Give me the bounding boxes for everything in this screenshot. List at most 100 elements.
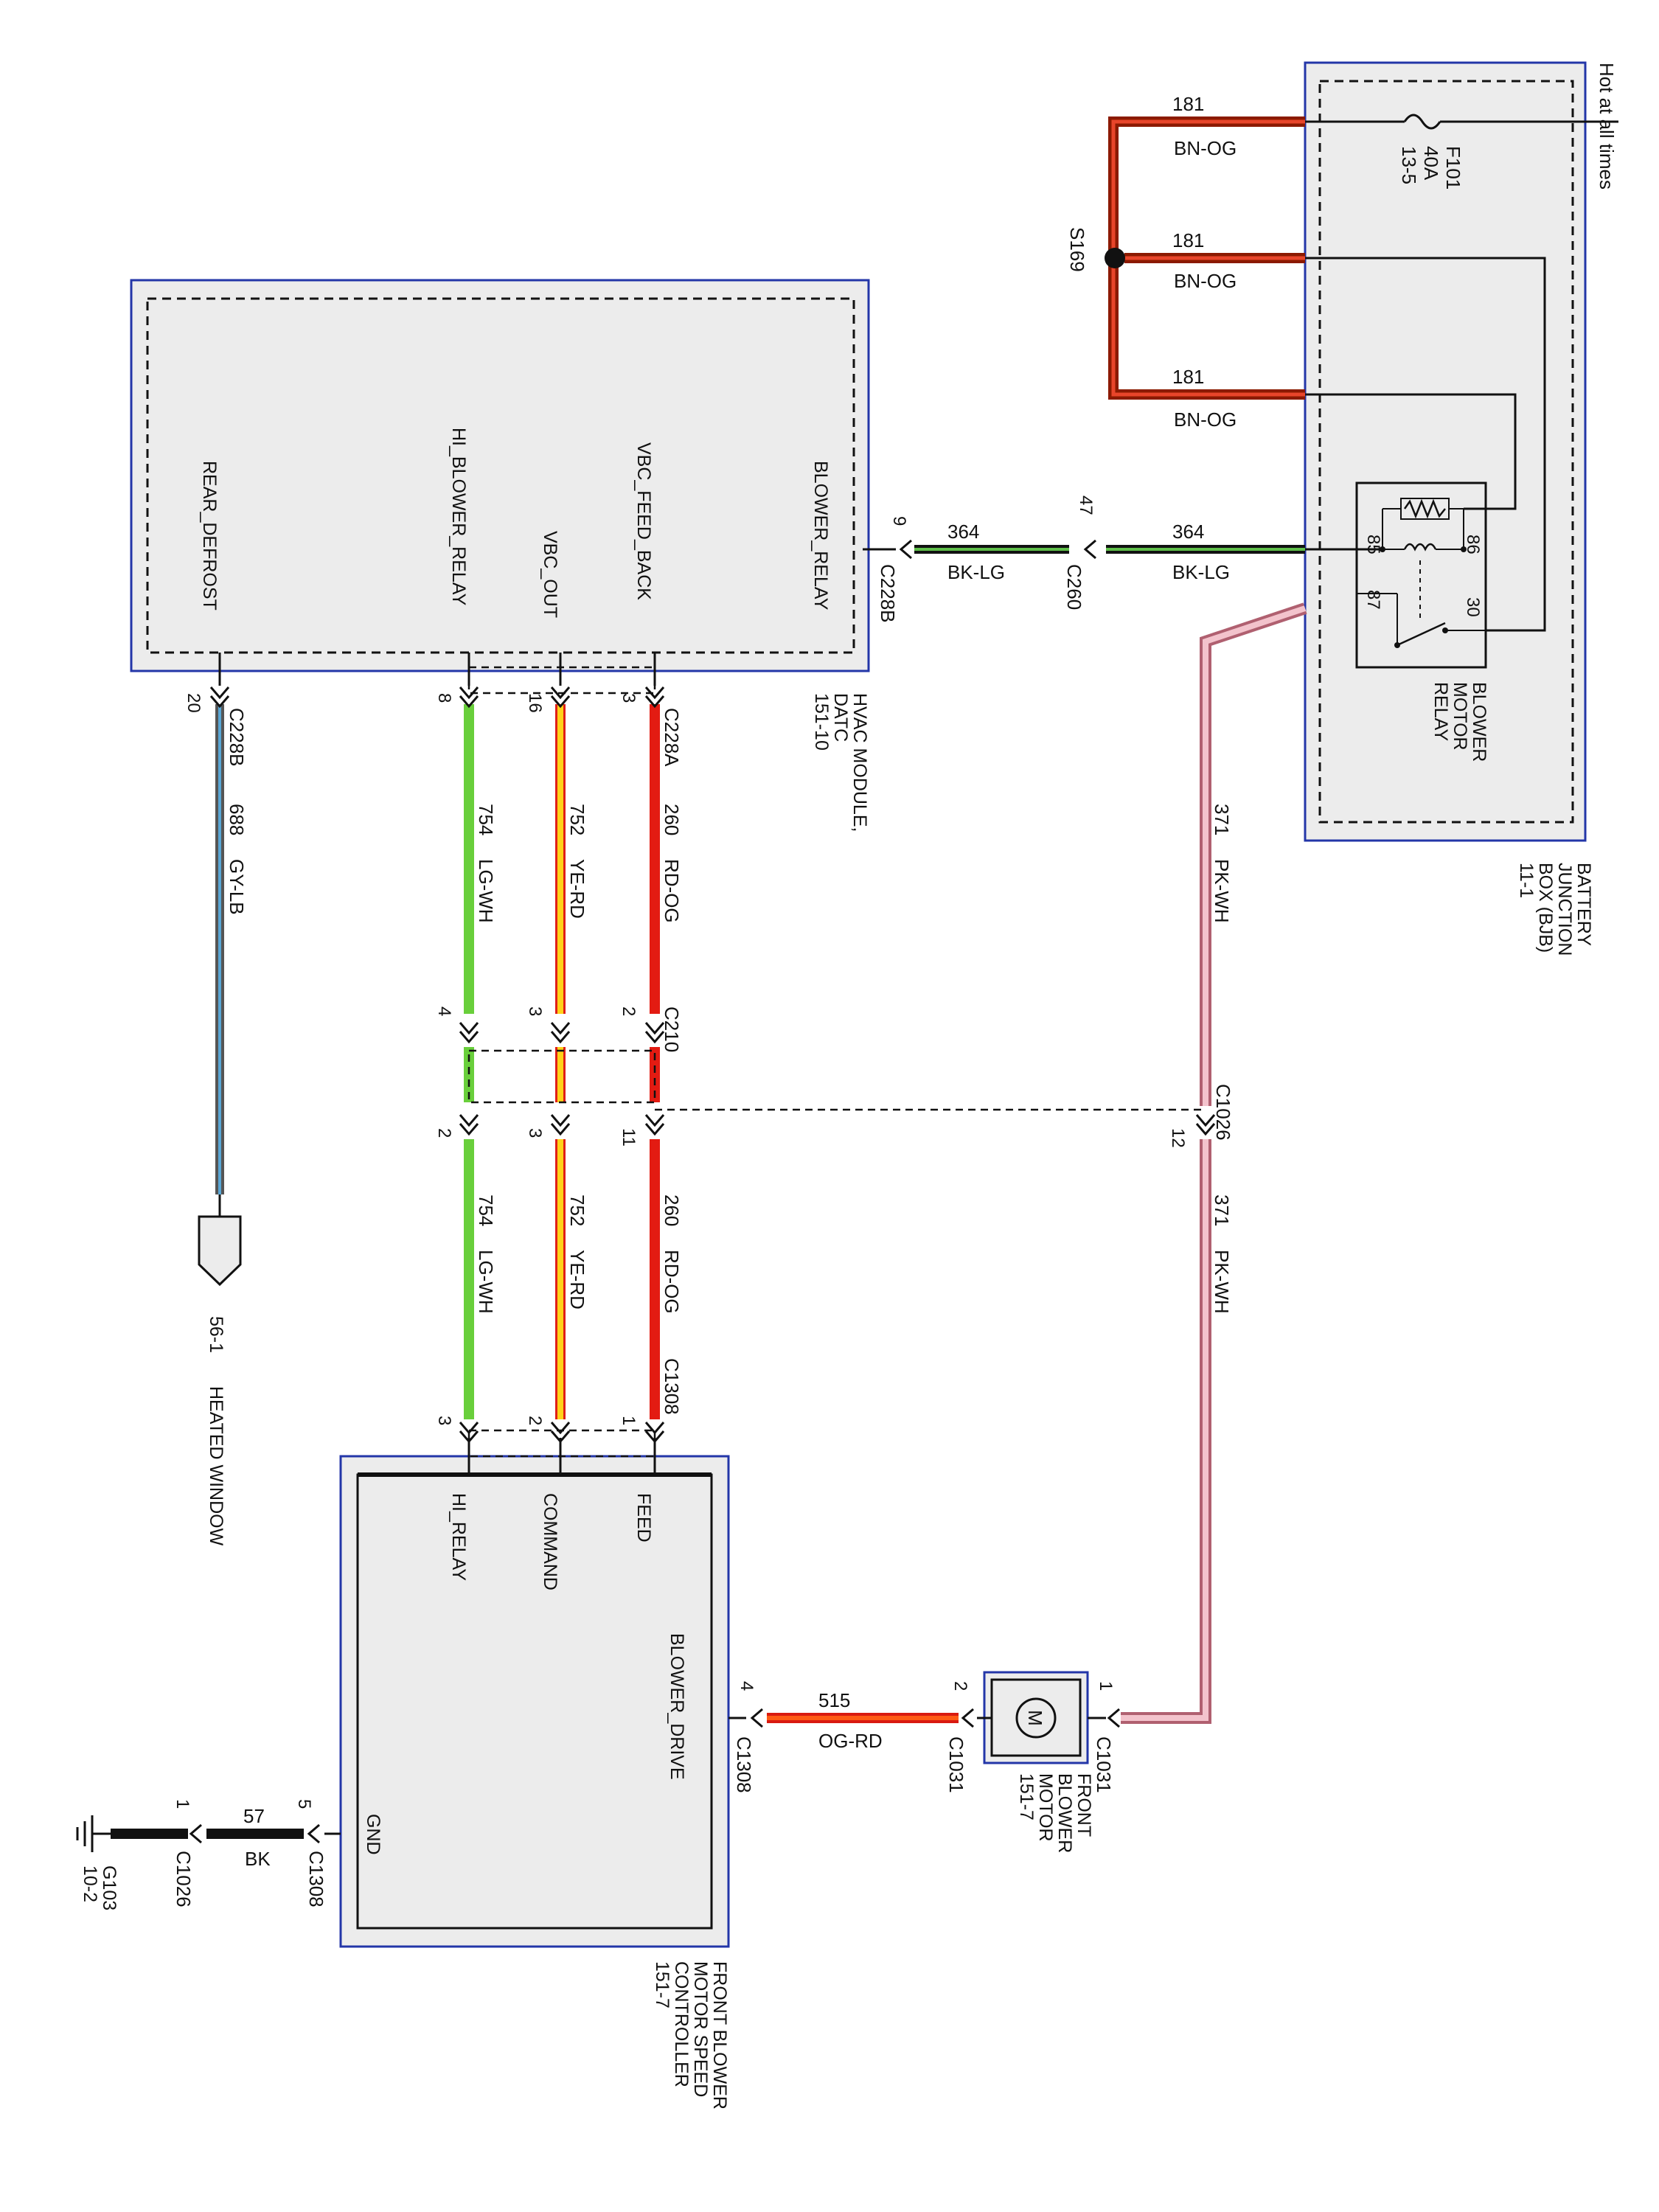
connector-chevron-icon	[459, 1022, 479, 1035]
connector-chevron-icon	[459, 1430, 479, 1444]
c228b-top-name: C228B	[877, 564, 899, 623]
connector-chevron-icon	[209, 695, 230, 709]
c228b-top-pin: 9	[889, 516, 909, 526]
blower-motor-relay: 85 86 87 30	[1355, 481, 1487, 669]
svg-text:BLOWER_RELAY: BLOWER_RELAY	[810, 461, 831, 611]
connector-chevron-icon	[459, 695, 479, 709]
c1308-pin-1: 1	[619, 1416, 639, 1425]
w754b-circuit: 754	[475, 1194, 497, 1226]
connector-chevron-icon	[1083, 539, 1096, 560]
connector-chevron-icon	[644, 695, 665, 709]
svg-text:BOX (BJB): BOX (BJB)	[1535, 863, 1556, 953]
page-title: Hot at all times	[1596, 63, 1618, 189]
svg-text:11-1: 11-1	[1516, 863, 1537, 898]
c1026-pin-3: 3	[525, 1128, 545, 1138]
w260b-circuit: 260	[661, 1194, 683, 1226]
w364b-color: BK-LG	[1172, 561, 1230, 583]
svg-text:FEED: FEED	[633, 1493, 654, 1543]
connector-chevron-icon	[459, 1031, 479, 1044]
w688-color: GY-LB	[226, 859, 248, 915]
connector-chevron-icon	[644, 1422, 665, 1435]
svg-text:REAR_DEFROST: REAR_DEFROST	[199, 461, 220, 611]
connector-chevron-icon	[644, 1123, 665, 1136]
c228b-rd-pin: 20	[184, 693, 204, 713]
wire-688-gy-lb	[198, 653, 242, 1287]
svg-text:GND: GND	[363, 1814, 383, 1855]
w57-circuit: 57	[243, 1805, 265, 1827]
w752b-color: YE-RD	[566, 1250, 588, 1310]
splice-label: S169	[1066, 227, 1088, 272]
connector-chevrons	[189, 539, 1216, 1844]
svg-text:DATC: DATC	[830, 693, 851, 742]
w260b-color: RD-OG	[661, 1250, 683, 1314]
w364b-circuit: 364	[1172, 521, 1204, 543]
hvac-name: HVAC MODULE, DATC 151-10	[811, 693, 870, 832]
connector-groupings	[467, 666, 1206, 1458]
w752a-circuit: 752	[566, 804, 588, 835]
heated-window-connector-icon	[198, 1215, 242, 1287]
c228a-pin-16: 16	[525, 693, 545, 713]
c1026-pin-2: 2	[434, 1128, 454, 1138]
front-blower-motor: M	[983, 1671, 1089, 1764]
svg-text:MOTOR: MOTOR	[1035, 1773, 1056, 1842]
relay-resistor-icon	[1403, 498, 1446, 519]
svg-text:COMMAND: COMMAND	[540, 1493, 560, 1590]
svg-text:BLOWER_DRIVE: BLOWER_DRIVE	[667, 1633, 687, 1780]
connector-chevron-icon	[961, 1708, 974, 1728]
bjb-internal-wiring	[1305, 114, 1618, 632]
motor-icon	[1015, 1697, 1057, 1739]
connector-chevron-icon	[550, 686, 571, 700]
svg-text:MOTOR SPEED: MOTOR SPEED	[690, 1961, 711, 2097]
ground-label: G103 10-2	[80, 1865, 119, 1910]
connector-chevron-icon	[644, 1031, 665, 1044]
connector-chevron-icon	[459, 1422, 479, 1435]
hvac-pin-labels: BLOWER_RELAY VBC_FEED_BACK VBC_OUT HI_BL…	[199, 428, 831, 618]
w754b-color: LG-WH	[475, 1250, 497, 1314]
c228a-pin-3: 3	[619, 693, 639, 703]
c1026-pin-11: 11	[619, 1128, 639, 1147]
w688-circuit: 688	[226, 804, 248, 835]
connector-chevron-icon	[550, 1022, 571, 1035]
c1026-gnd-pin: 1	[173, 1799, 192, 1809]
w371a-color: PK-WH	[1211, 859, 1233, 923]
c1308-drive-name: C1308	[733, 1736, 755, 1793]
w752b-circuit: 752	[566, 1194, 588, 1226]
connector-chevron-icon	[209, 686, 230, 700]
c1031-b-pin: 2	[950, 1681, 970, 1691]
w181a-color: BN-OG	[1174, 137, 1237, 159]
svg-text:M: M	[1024, 1710, 1046, 1726]
w754a-circuit: 754	[475, 804, 497, 835]
wire-371-pk-wh	[1088, 602, 1307, 1724]
c210-pin-4: 4	[434, 1006, 454, 1016]
w260a-color: RD-OG	[661, 859, 683, 923]
c228b-rd-name: C228B	[226, 708, 248, 767]
w181c-color: BN-OG	[1174, 408, 1237, 431]
w364a-circuit: 364	[947, 521, 979, 543]
c1026-pin-12: 12	[1168, 1128, 1188, 1148]
c1308-drive-pin: 4	[737, 1681, 757, 1691]
w181b-circuit: 181	[1172, 229, 1204, 251]
svg-text:BATTERY: BATTERY	[1573, 863, 1594, 946]
svg-text:F101: F101	[1442, 146, 1464, 189]
svg-text:151-7: 151-7	[652, 1961, 672, 2008]
connector-chevron-icon	[899, 539, 912, 560]
connector-chevron-icon	[550, 1422, 571, 1435]
svg-text:HVAC MODULE,: HVAC MODULE,	[849, 693, 870, 832]
w371a-circuit: 371	[1211, 804, 1233, 835]
connector-chevron-icon	[189, 1823, 202, 1844]
connector-chevron-icon	[750, 1708, 763, 1728]
connector-chevron-icon	[459, 686, 479, 700]
w364a-color: BK-LG	[947, 561, 1005, 583]
motor-name: FRONT BLOWER MOTOR 151-7	[1016, 1773, 1094, 1853]
controller-pin-labels: FEED COMMAND HI_RELAY BLOWER_DRIVE GND	[363, 1493, 687, 1855]
svg-text:40A: 40A	[1420, 146, 1442, 181]
connector-chevron-icon	[644, 686, 665, 700]
connector-chevron-icon	[550, 1031, 571, 1044]
blower-speed-controller	[339, 1455, 730, 1948]
c1308-pin-3: 3	[434, 1416, 454, 1425]
svg-text:VBC_FEED_BACK: VBC_FEED_BACK	[633, 442, 654, 600]
connector-chevron-icon	[550, 1114, 571, 1127]
svg-text:FRONT: FRONT	[1074, 1773, 1094, 1837]
connector-chevron-icon	[644, 1114, 665, 1127]
